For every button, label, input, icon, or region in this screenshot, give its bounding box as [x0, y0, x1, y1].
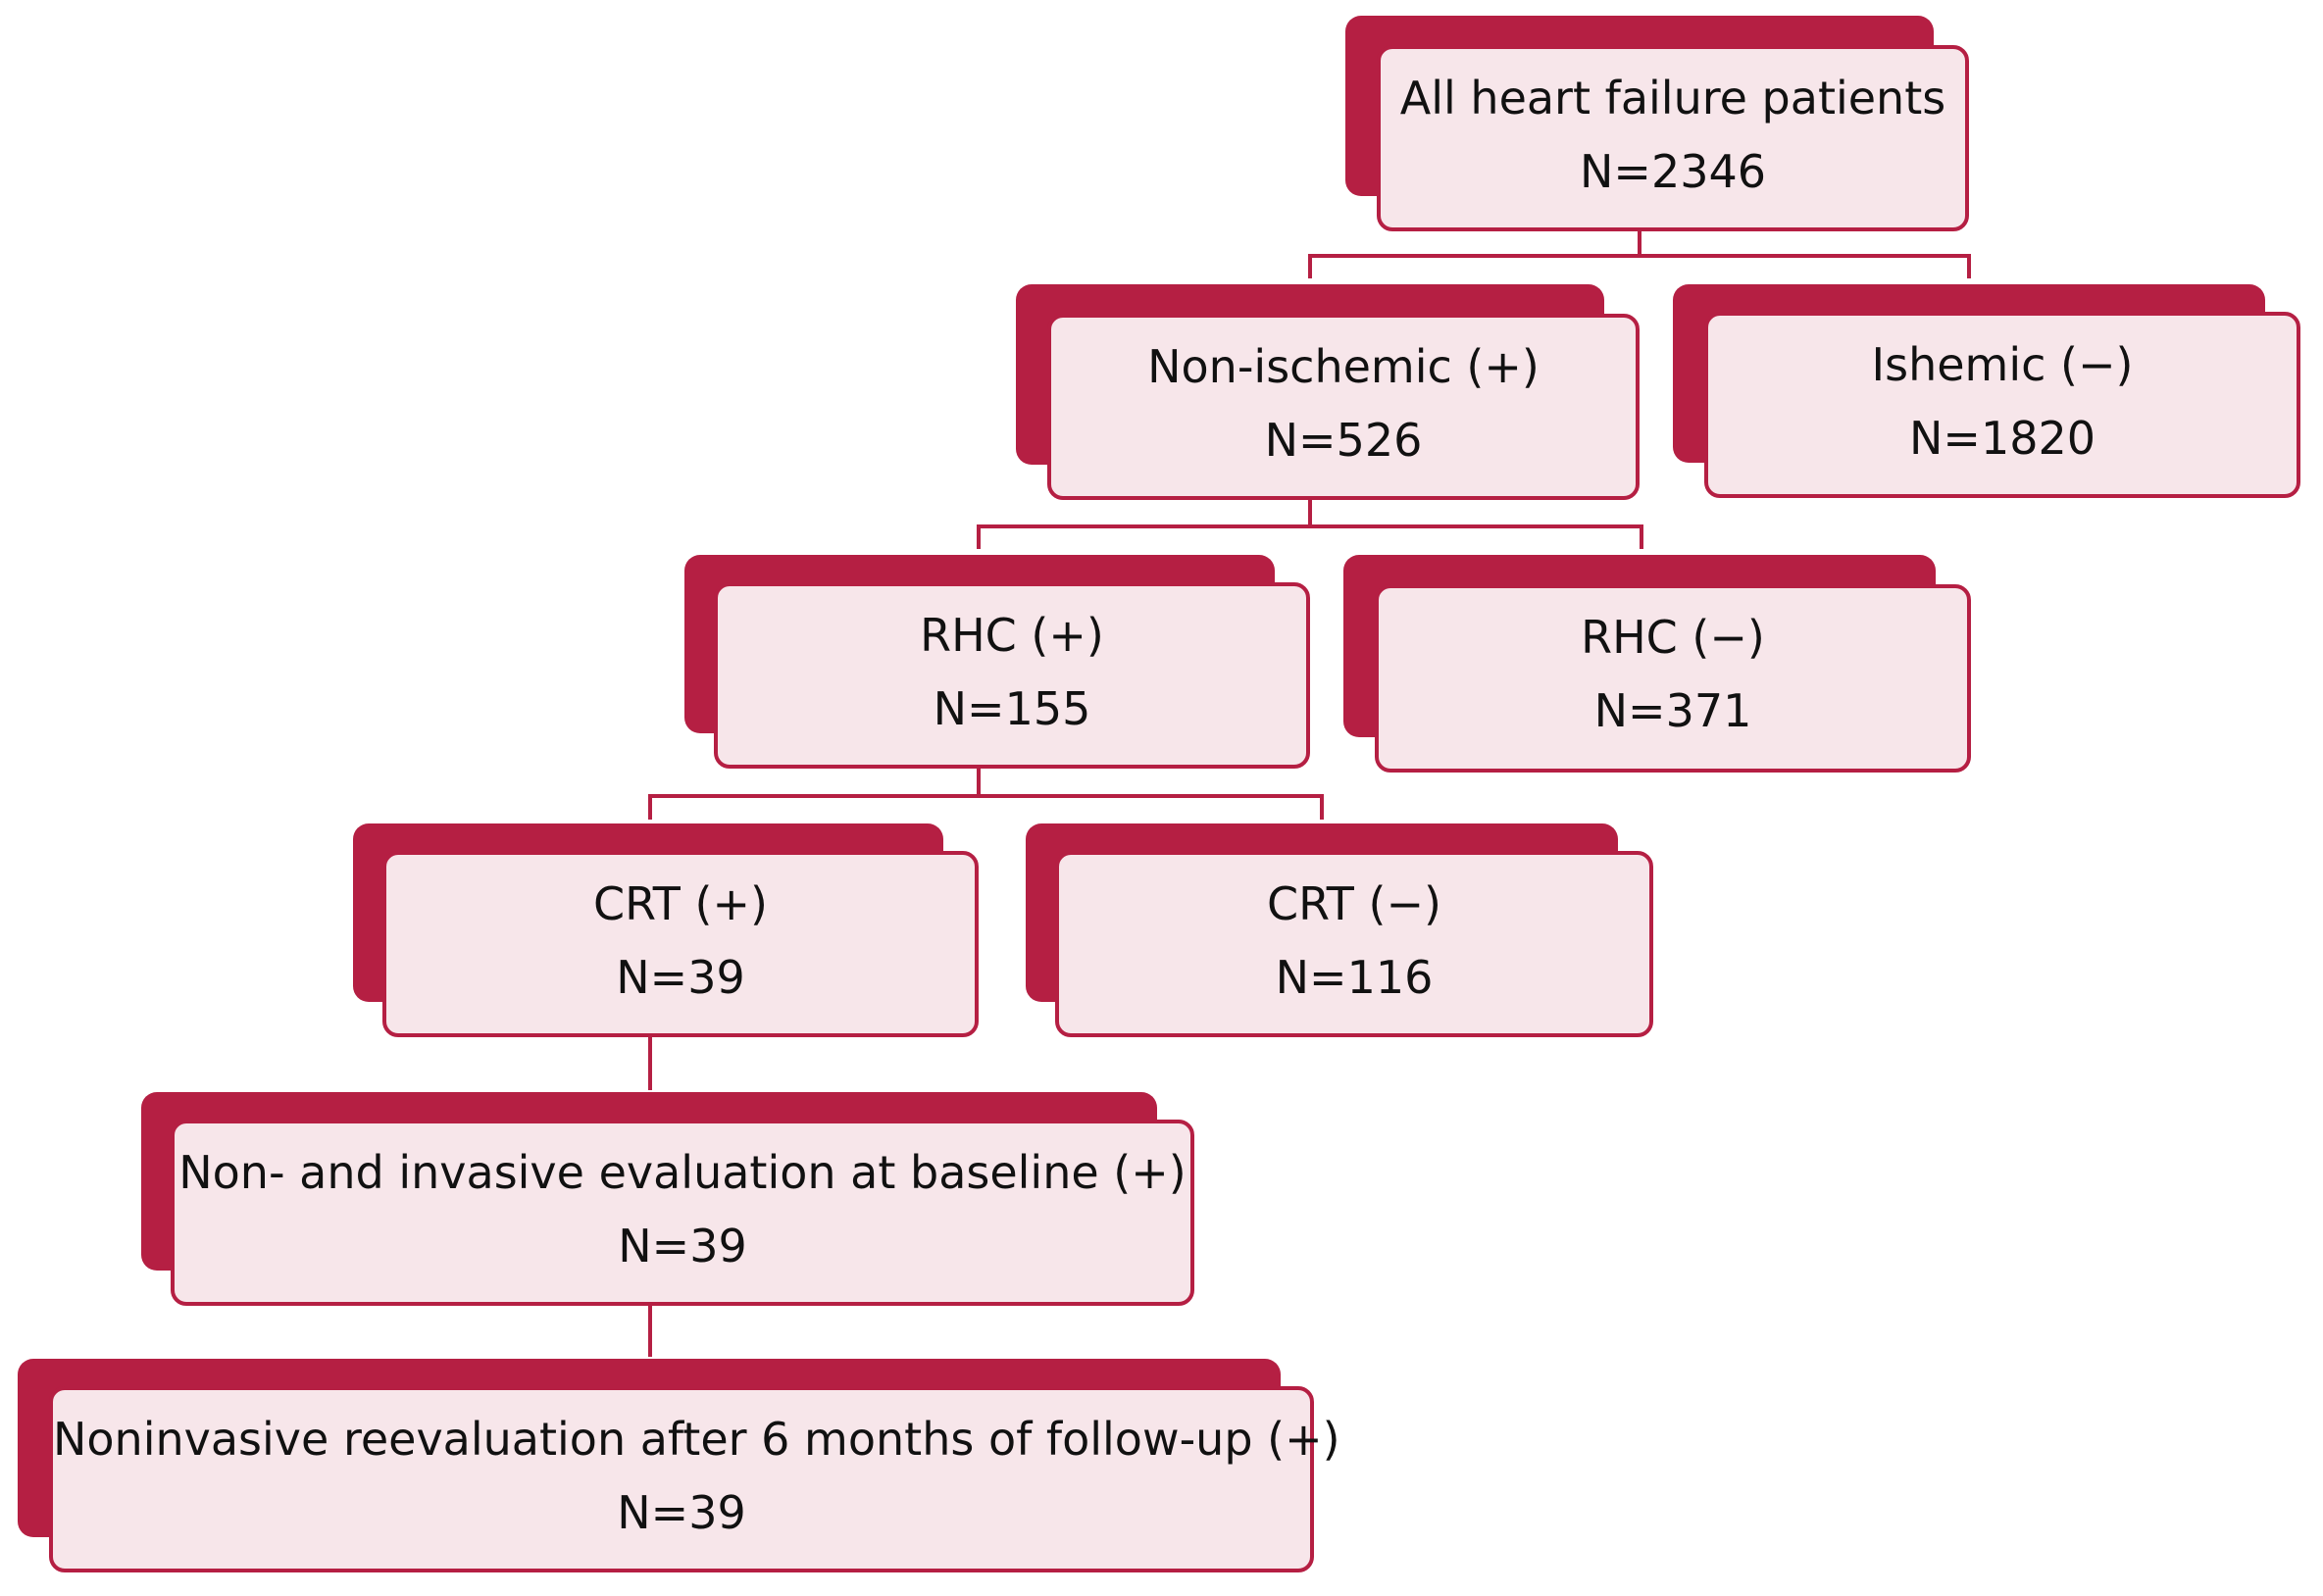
node-non-ischemic: Non-ischemic (+) N=526: [1016, 284, 1640, 500]
node-label: Noninvasive reevaluation after 6 months …: [53, 1413, 1340, 1466]
node-rhc-positive: RHC (+) N=155: [684, 555, 1310, 769]
node-count: N=526: [1264, 414, 1423, 467]
node-count: N=116: [1275, 951, 1434, 1004]
connector-nonischemic-to-rhcneg: [1310, 524, 1643, 549]
node-all-patients: All heart failure patients N=2346: [1345, 16, 1969, 231]
node-rhc-negative: RHC (−) N=371: [1343, 555, 1971, 773]
node-box: RHC (−) N=371: [1375, 584, 1971, 773]
node-count: N=155: [933, 682, 1091, 735]
node-label: RHC (−): [1581, 611, 1765, 664]
node-label: Non- and invasive evaluation at baseline…: [178, 1146, 1187, 1199]
node-box: Ishemic (−) N=1820: [1704, 312, 2300, 498]
connector-rhcpos-split: [648, 769, 981, 820]
node-box: Non-ischemic (+) N=526: [1047, 314, 1640, 500]
node-count: N=2346: [1579, 145, 1767, 198]
node-count: N=371: [1593, 684, 1752, 737]
node-crt-negative: CRT (−) N=116: [1026, 823, 1653, 1037]
connector-nonischemic-split: [977, 500, 1312, 549]
connector-all-to-ischemic: [1640, 254, 1971, 278]
node-box: RHC (+) N=155: [714, 582, 1310, 769]
connector-all-split: [1308, 231, 1641, 278]
node-label: RHC (+): [920, 609, 1104, 662]
node-followup-reevaluation: Noninvasive reevaluation after 6 months …: [18, 1359, 1340, 1572]
node-label: All heart failure patients: [1399, 72, 1946, 125]
node-crt-positive: CRT (+) N=39: [353, 823, 979, 1037]
node-label: Ishemic (−): [1871, 338, 2134, 391]
node-count: N=39: [617, 1486, 746, 1539]
node-baseline-evaluation: Non- and invasive evaluation at baseline…: [141, 1092, 1194, 1306]
node-count: N=39: [616, 951, 745, 1004]
node-count: N=1820: [1908, 412, 2096, 465]
node-label: Non-ischemic (+): [1147, 340, 1540, 393]
node-box: CRT (+) N=39: [382, 851, 979, 1037]
node-ischemic: Ishemic (−) N=1820: [1673, 284, 2300, 498]
node-count: N=39: [618, 1220, 747, 1272]
connector-rhcpos-to-crtneg: [979, 794, 1324, 820]
node-box: Noninvasive reevaluation after 6 months …: [49, 1386, 1340, 1572]
node-box: All heart failure patients N=2346: [1377, 45, 1969, 231]
node-label: CRT (−): [1267, 877, 1441, 930]
node-label: CRT (+): [593, 877, 768, 930]
node-box: Non- and invasive evaluation at baseline…: [171, 1120, 1194, 1306]
node-box: CRT (−) N=116: [1055, 851, 1653, 1037]
